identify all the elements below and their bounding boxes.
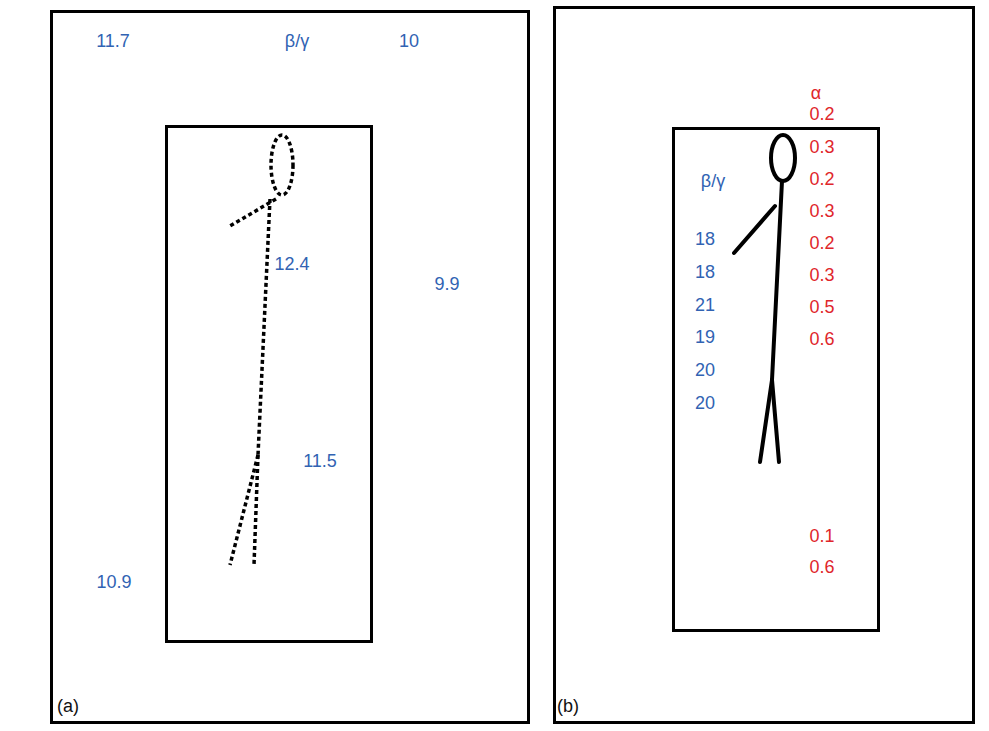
beta-gamma-value: 11.5 — [303, 452, 337, 472]
alpha-value: 0.5 — [809, 298, 834, 318]
alpha-value: 0.2 — [809, 170, 834, 190]
figure-leg — [772, 380, 779, 462]
figure-head — [771, 135, 795, 181]
beta-gamma-value: 11.7 — [96, 32, 130, 52]
alpha-value: 0.2 — [809, 234, 834, 254]
beta-gamma-value: 20 — [695, 394, 715, 414]
inner-panel: β/γ 18 18 21 19 20 20 0.3 0.2 0.3 0.2 0.3 0.5 0.6 0.1 0… — [672, 127, 880, 632]
beta-gamma-value: 10 — [399, 32, 419, 52]
solid-figure — [734, 135, 795, 462]
alpha-value: 0.6 — [809, 558, 834, 578]
alpha-value: 0.3 — [809, 266, 834, 286]
alpha-value: 0.3 — [809, 138, 834, 158]
beta-gamma-value: β/γ — [701, 172, 725, 192]
alpha-value: 0.3 — [809, 202, 834, 222]
alpha-value: 0.2 — [809, 105, 834, 125]
alpha-value: α — [811, 84, 821, 104]
beta-gamma-value: 19 — [695, 328, 715, 348]
figure-leg — [230, 455, 258, 565]
panel-label: (a) — [57, 697, 79, 717]
beta-gamma-value: 21 — [695, 296, 715, 316]
panel-label: (b) — [557, 697, 579, 717]
figure-body — [258, 199, 270, 455]
dotted-figure — [230, 135, 293, 565]
beta-gamma-value: 12.4 — [274, 255, 309, 275]
outer-panel: 12.4 11.5 11.7 β/γ 10 9.9 10.9 — [50, 10, 530, 724]
alpha-value: 0.6 — [809, 330, 834, 350]
outer-panel: β/γ 18 18 21 19 20 20 0.3 0.2 0.3 0.2 0.3 0.5 0.6 0.1 0… — [553, 6, 975, 724]
figure-arm — [734, 206, 775, 253]
beta-gamma-value: 18 — [695, 263, 715, 283]
beta-gamma-value: 10.9 — [96, 573, 131, 593]
inner-panel: 12.4 11.5 — [165, 125, 373, 643]
beta-gamma-value: β/γ — [285, 32, 309, 52]
figure-body — [772, 181, 782, 380]
figure-leg — [760, 380, 772, 462]
figure-head — [271, 135, 293, 195]
figure-leg — [254, 455, 258, 565]
beta-gamma-value: 9.9 — [434, 275, 459, 295]
beta-gamma-value: 18 — [695, 230, 715, 250]
alpha-value: 0.1 — [809, 527, 834, 547]
beta-gamma-value: 20 — [695, 361, 715, 381]
